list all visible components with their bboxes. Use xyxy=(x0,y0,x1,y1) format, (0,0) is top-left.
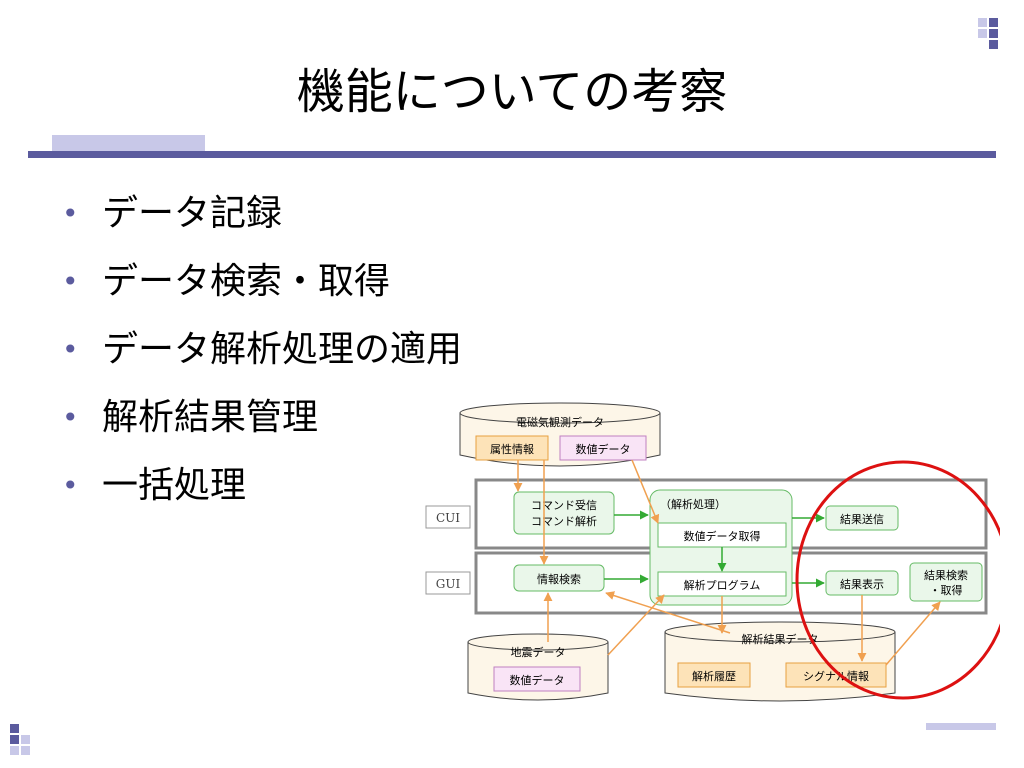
program-box xyxy=(657,571,787,597)
bullet-text: データ検索・取得 xyxy=(102,261,391,302)
data-get-box xyxy=(657,522,787,548)
attribute-info-box xyxy=(475,435,549,461)
corner-square-top xyxy=(978,29,987,38)
numeric-data-box xyxy=(559,435,647,461)
gui-label-box xyxy=(425,571,471,595)
corner-square-bottom xyxy=(10,735,19,744)
attribute-info-label: 属性情報 xyxy=(490,442,534,456)
command-parse-label: コマンド解析 xyxy=(531,514,597,528)
result-retrieve-label: 結果検索 xyxy=(924,568,968,582)
result-retrieve-box xyxy=(909,562,983,602)
command-receive-label: コマンド受信 xyxy=(531,499,597,512)
numeric-data-label: 数値データ xyxy=(576,442,631,456)
corner-square-top xyxy=(989,29,998,38)
footer-accent-bar xyxy=(926,723,996,730)
corner-square-bottom xyxy=(10,724,19,733)
db-emag-top xyxy=(459,402,661,424)
bullet-list: • データ記録 • データ検索・取得 • データ解析処理の適用 • 解析結果管理 • 一括… xyxy=(62,188,462,528)
data-get-label: 数値データ取得 xyxy=(684,529,761,543)
corner-square-bottom xyxy=(21,746,30,755)
corner-square-bottom xyxy=(10,746,19,755)
signal-info-label: シグナル情報 xyxy=(803,669,869,683)
cui-label: CUI xyxy=(436,511,460,525)
analysis-history-box xyxy=(677,662,751,688)
arrow-numeric-to-analysis xyxy=(631,459,660,524)
bullet-item: • 解析結果管理 xyxy=(62,392,462,460)
analysis-group-label: （解析処理） xyxy=(660,497,726,511)
bullet-item: • データ検索・取得 xyxy=(62,256,462,324)
highlight-circle xyxy=(795,460,1000,700)
title-underline xyxy=(28,151,996,158)
system-diagram: CUI GUI 電磁気観測データ 属性情報 数値データ コマンド受信 コマンド解… xyxy=(425,402,1000,702)
bullet-item: • データ記録 xyxy=(62,188,462,256)
corner-square-top xyxy=(989,18,998,27)
arrow-result-to-search xyxy=(605,591,731,634)
result-send-box xyxy=(825,505,899,531)
cui-label-box xyxy=(425,505,471,529)
title-underline-accent xyxy=(52,135,205,151)
arrow-quake-to-program xyxy=(607,594,665,656)
bullet-text: データ解析処理の適用 xyxy=(102,329,463,370)
db-emag-label: 電磁気観測データ xyxy=(516,415,604,429)
corner-square-top xyxy=(978,18,987,27)
info-search-box xyxy=(513,564,605,592)
command-box xyxy=(513,491,615,535)
bullet-dot: • xyxy=(62,401,79,434)
signal-info-box xyxy=(785,662,887,688)
quake-numeric-label: 数値データ xyxy=(510,673,565,687)
result-display-label: 結果表示 xyxy=(840,577,884,591)
result-retrieve-label: ・取得 xyxy=(930,584,963,597)
gui-label: GUI xyxy=(436,577,461,591)
bullet-text: 一括処理 xyxy=(102,465,247,506)
bullet-text: データ記録 xyxy=(102,193,283,234)
bullet-item: • 一括処理 xyxy=(62,460,462,528)
db-result-label: 解析結果データ xyxy=(742,632,819,646)
quake-numeric-box xyxy=(493,666,581,692)
program-label: 解析プログラム xyxy=(684,578,761,592)
info-search-label: 情報検索 xyxy=(537,572,581,586)
slide-title: 機能についての考察 xyxy=(296,64,728,120)
result-send-label: 結果送信 xyxy=(840,512,884,526)
corner-square-top xyxy=(989,40,998,49)
db-quake-label: 地震データ xyxy=(511,645,566,659)
bullet-item: • データ解析処理の適用 xyxy=(62,324,462,392)
db-quake-top xyxy=(467,633,609,651)
corner-square-bottom xyxy=(21,735,30,744)
bullet-text: 解析結果管理 xyxy=(102,397,319,438)
analysis-history-label: 解析履歴 xyxy=(692,669,736,683)
bullet-dot: • xyxy=(62,197,79,230)
bullet-dot: • xyxy=(62,469,79,502)
arrow-signal-to-retrieve xyxy=(885,601,941,666)
bullet-dot: • xyxy=(62,333,79,366)
bullet-dot: • xyxy=(62,265,79,298)
